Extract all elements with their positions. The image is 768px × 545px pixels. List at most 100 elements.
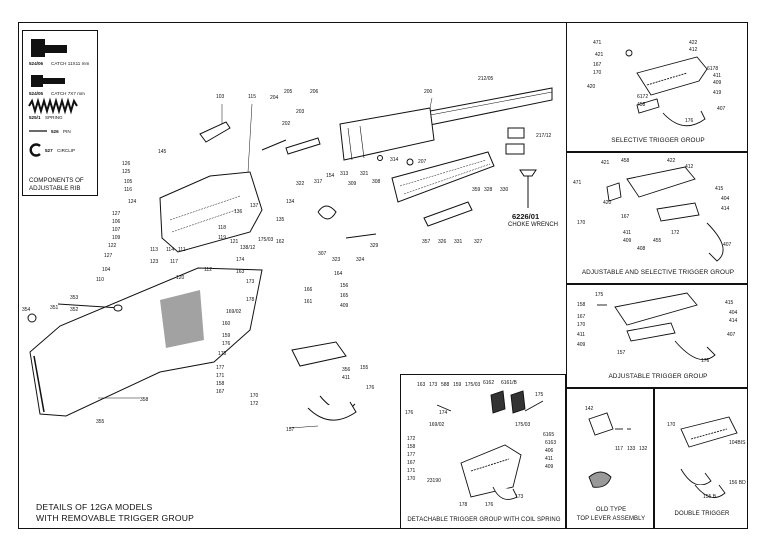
part-label: 172 — [671, 230, 680, 236]
part-label: 178 — [459, 502, 468, 508]
part-label: 172 — [250, 401, 259, 407]
part-label: 406 — [545, 448, 554, 454]
part-label: 120 — [176, 275, 185, 281]
part-label: 6165 — [543, 432, 555, 438]
part-label: 165 — [340, 293, 349, 299]
part-label: 331 — [454, 239, 463, 245]
part-label: 6172 — [637, 94, 649, 100]
part-label: 308 — [372, 179, 381, 185]
part-label: 326 — [438, 239, 447, 245]
part-label: 135 — [276, 217, 285, 223]
part-label: 354 — [22, 307, 31, 313]
part-label: 115 — [248, 94, 256, 100]
part-label: 117 — [170, 259, 178, 265]
part-label: 105 — [124, 179, 133, 185]
part-label: 145 — [158, 149, 167, 155]
catch-11x11-icon — [31, 39, 67, 57]
part-label: 169/02 — [429, 422, 445, 428]
part-label: 136 — [234, 209, 243, 215]
legend-item-3-num: 525/1 — [29, 115, 41, 120]
part-label: 163 — [417, 382, 426, 388]
panel-caption: SELECTIVE TRIGGER GROUP — [611, 137, 705, 144]
part-label: 588 — [441, 382, 450, 388]
part-label: 351 — [50, 305, 59, 311]
part-label: 175/03 — [515, 422, 531, 428]
panel-old-type-top-lever: 142 117 133 132 OLD TYPE TOP LEVER ASSEM… — [566, 388, 654, 529]
part-label: 23190 — [427, 478, 441, 484]
part-label: 161 — [304, 299, 313, 305]
part-label: 422 — [667, 158, 676, 164]
part-label: 112 — [204, 267, 212, 273]
part-label: 167 — [577, 314, 586, 320]
part-label: 420 — [587, 84, 596, 90]
panel-caption-line2: TOP LEVER ASSEMBLY — [576, 516, 646, 522]
legend-item-3-text: SPRING — [45, 115, 63, 120]
part-label: 174 — [236, 257, 245, 263]
part-label: 159 — [453, 382, 462, 388]
part-label: 113 — [150, 247, 158, 253]
forend — [391, 151, 495, 203]
part-label: 6178 — [707, 66, 719, 72]
part-label: 114 — [166, 247, 174, 253]
part-label: 352 — [70, 307, 79, 313]
part-label: 158 — [407, 444, 416, 450]
part-label: 122 — [108, 243, 117, 249]
part-label: 104 — [102, 267, 111, 273]
part-label: 155 B — [703, 494, 717, 500]
part-label: 317 — [314, 179, 323, 185]
part-label: 106 — [112, 219, 121, 225]
part-label: 167 — [216, 389, 225, 395]
legend-item-2-num: 524/05 — [29, 91, 44, 96]
panel-detachable-trigger: 163 173 588 159 175/03 6162 6161/B 175 1… — [400, 374, 566, 529]
part-label: 170 — [667, 422, 676, 428]
footer-line2: WITH REMOVABLE TRIGGER GROUP — [36, 513, 195, 523]
part-label: 414 — [729, 318, 738, 324]
part-label: 404 — [721, 196, 730, 202]
top-lever-drawing — [588, 412, 631, 488]
part-label: 175/03 — [258, 237, 274, 243]
part-label: 411 — [342, 375, 350, 381]
adjustable-trigger-drawing — [597, 292, 716, 361]
part-label: 110 — [96, 277, 104, 283]
part-label: 142 — [585, 406, 594, 412]
panel-adjustable-selective-trigger: 421 458 422 412 471 420 415 404 414 167 … — [566, 152, 748, 284]
part-label: 321 — [360, 171, 369, 177]
part-label: 156 — [340, 283, 349, 289]
part-label: 119 — [218, 235, 226, 241]
part-label: 407 — [717, 106, 726, 112]
legend-item-5-text: CIRCLIP — [57, 148, 76, 153]
part-label: 175 — [595, 292, 604, 298]
part-label: 421 — [601, 160, 610, 166]
pin-icon — [29, 130, 47, 132]
part-label: 205 — [284, 89, 293, 95]
part-label: 409 — [545, 464, 554, 470]
legend-item-5-num: 527 — [45, 148, 53, 153]
part-label: 174 — [439, 410, 448, 416]
part-label: 207 — [418, 159, 427, 165]
part-label: 163 — [236, 269, 245, 275]
part-label: 137 — [250, 203, 259, 209]
part-label: 176 — [701, 358, 710, 364]
part-label: 123 — [150, 259, 159, 265]
part-label: 471 — [573, 180, 582, 186]
part-label: 314 — [390, 157, 399, 163]
part-label: 411 — [713, 73, 721, 79]
panel-caption: DETACHABLE TRIGGER GROUP WITH COIL SPRIN… — [407, 517, 561, 523]
part-label: 176 — [685, 118, 694, 124]
part-label: 322 — [296, 181, 305, 187]
part-label: 6162 — [483, 380, 495, 386]
double-trigger-drawing — [680, 416, 738, 498]
panel-caption: ADJUSTABLE AND SELECTIVE TRIGGER GROUP — [581, 269, 735, 276]
part-label: 409 — [340, 303, 349, 309]
part-label: 160 — [222, 321, 231, 327]
part-label: 407 — [723, 242, 732, 248]
panel-selective-trigger: 471 421 167 170 420 422 412 6178 411 409… — [566, 22, 748, 152]
part-label: 167 — [621, 214, 630, 220]
part-label: 157 — [286, 427, 295, 433]
part-label: 6161/B — [501, 380, 517, 386]
part-label: 107 — [112, 227, 121, 233]
part-label: 125 — [122, 169, 131, 175]
part-label: 357 — [422, 239, 431, 245]
part-label: 167 — [407, 460, 416, 466]
